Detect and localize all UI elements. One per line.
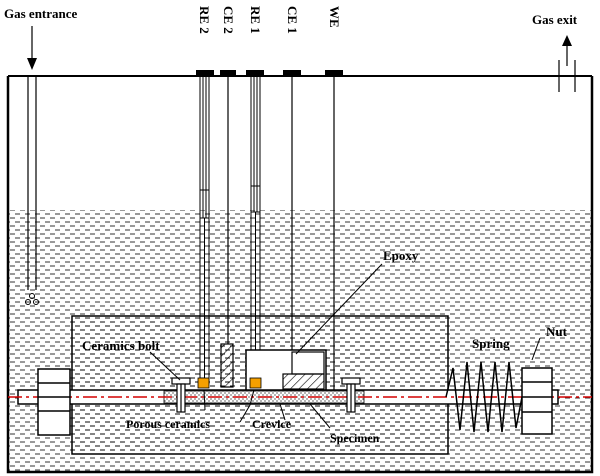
nut-leader: [531, 337, 541, 361]
gas-exit-tube: [558, 35, 576, 92]
crevice-label: Crevice: [252, 417, 292, 431]
porous-ceramics: [197, 377, 262, 389]
gas-outlet-arrowhead: [562, 35, 572, 46]
spring-label: Spring: [472, 336, 510, 351]
nut-right: [521, 367, 553, 435]
re2-label: RE 2: [197, 6, 212, 34]
ceramics-bolt-label: Ceramics bolt: [82, 338, 160, 353]
electrode-connectors: [196, 70, 343, 77]
vessel-wall: [6, 76, 594, 474]
gas-entrance-tube: [25, 26, 39, 305]
specimen-leader: [309, 403, 331, 429]
porous-ceramics-leader-right: [239, 389, 255, 423]
ceramics-bolt-left: [171, 377, 191, 413]
gas-exit-label: Gas exit: [532, 12, 578, 27]
ce1-plate: [291, 351, 325, 375]
ceramics-bolt-right: [341, 377, 361, 413]
gas-bubbles-icon: [25, 293, 39, 305]
specimen-bar: [8, 389, 592, 405]
nut-left: [37, 368, 71, 436]
ce2-label: CE 2: [221, 6, 236, 34]
we-specimen: [282, 373, 325, 390]
ceramics-bolt-leader: [149, 351, 181, 381]
gas-entrance-label: Gas entrance: [4, 6, 78, 21]
crevice-leader: [279, 403, 286, 421]
leader-lines: [149, 263, 541, 429]
epoxy-leader: [295, 263, 383, 355]
ce1-label: CE 1: [285, 6, 300, 34]
re1-label: RE 1: [248, 6, 263, 34]
porous-ceramics-label: Porous ceramics: [126, 417, 210, 431]
porous-ceramics-leader-left: [203, 389, 206, 411]
gas-inlet-arrowhead: [27, 58, 37, 70]
specimen-label: Specimen: [330, 431, 380, 445]
spring: [445, 361, 523, 433]
we-label: WE: [327, 6, 342, 28]
nut-label: Nut: [546, 324, 568, 339]
epoxy-label: Epoxy: [383, 248, 419, 263]
